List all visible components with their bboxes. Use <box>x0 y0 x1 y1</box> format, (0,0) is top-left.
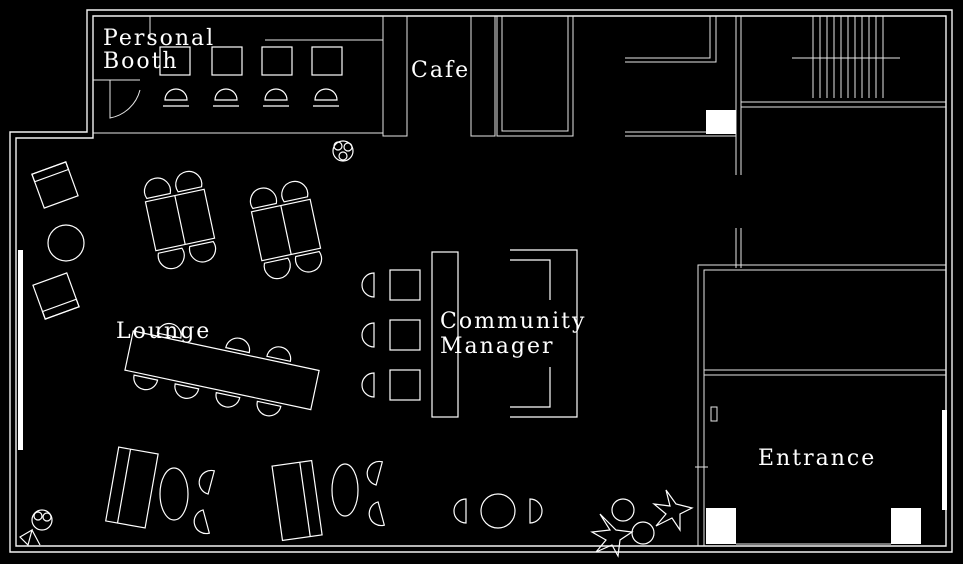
booth-chair <box>313 88 339 107</box>
round-side-table <box>47 224 85 262</box>
plant-icon <box>590 489 694 558</box>
booth-chair <box>163 88 189 107</box>
label-lounge: Lounge <box>116 319 211 344</box>
sofa-set <box>271 459 386 542</box>
label-community-manager: Community <box>440 309 586 334</box>
column <box>706 508 736 544</box>
label-entrance: Entrance <box>758 446 876 471</box>
personal-booth-area <box>93 16 383 134</box>
dining-set <box>143 170 217 270</box>
entrance-window <box>942 410 947 510</box>
booth-door <box>109 80 141 119</box>
outer-walls <box>9 9 953 553</box>
left-window <box>18 250 23 450</box>
label-personal-booth: Booth <box>103 49 179 74</box>
label-community-manager: Manager <box>440 334 555 359</box>
column <box>706 110 736 134</box>
round-table-set <box>453 493 543 529</box>
plant-icon <box>332 140 354 162</box>
label-personal-booth: Personal <box>103 26 215 51</box>
booth-chair <box>263 88 289 107</box>
upper-right-rooms <box>625 16 946 268</box>
long-table <box>124 322 320 417</box>
community-desks <box>361 249 578 418</box>
dining-set <box>249 180 323 280</box>
cafe-area <box>382 15 574 137</box>
plant-icon <box>19 509 53 547</box>
sofa-set <box>105 446 216 535</box>
entrance-area <box>695 264 947 546</box>
left-wall-seating <box>31 161 85 320</box>
room-labels: Personal Booth Cafe Lounge Community Man… <box>103 26 876 471</box>
column <box>891 508 921 544</box>
staircase <box>792 16 900 98</box>
label-cafe: Cafe <box>411 58 470 83</box>
booth-chair <box>213 88 239 107</box>
